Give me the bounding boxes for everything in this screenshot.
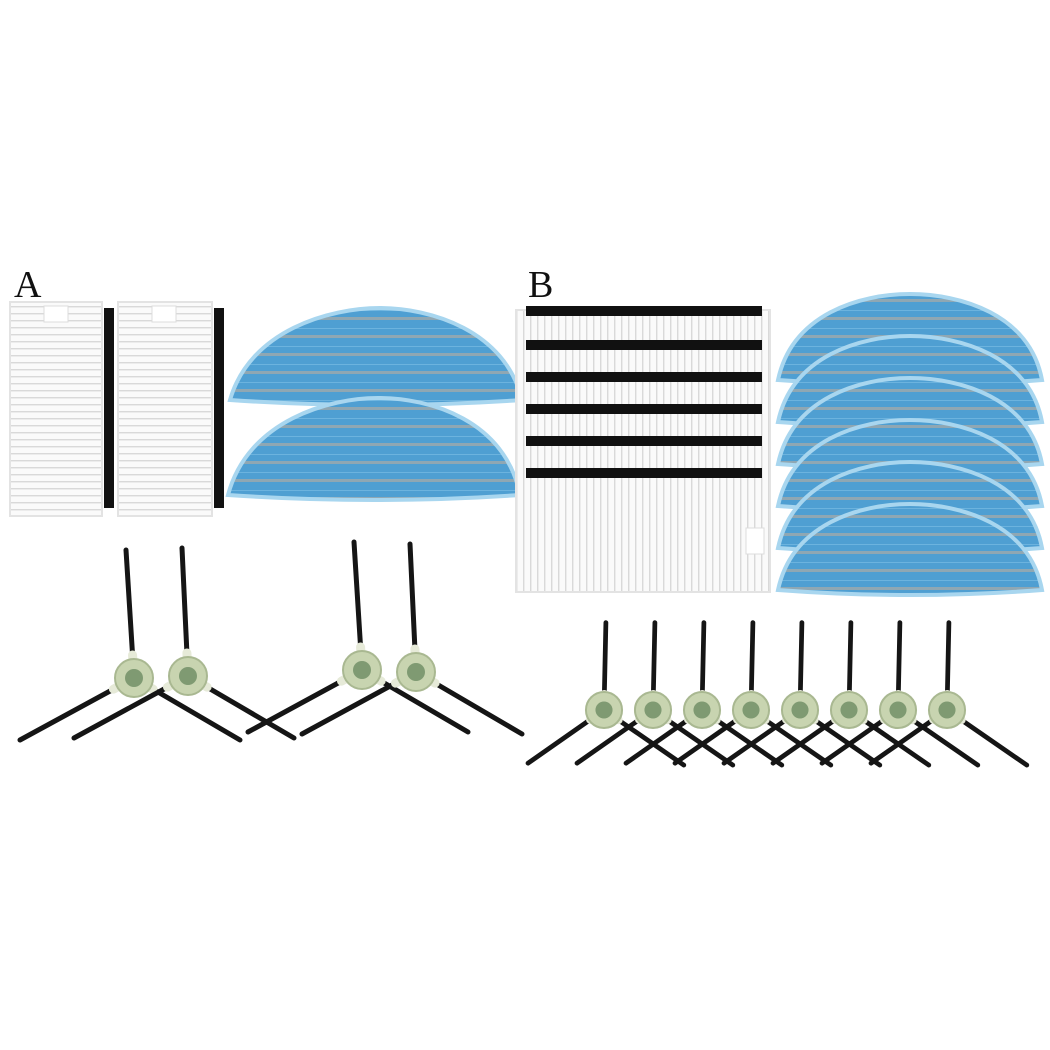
- hepa-filter: [9, 301, 103, 517]
- sponge-strip: [104, 308, 114, 508]
- mop-pad: [225, 395, 523, 502]
- filter-stack: [515, 309, 771, 593]
- side-brush: [672, 620, 834, 768]
- brush-hub-center: [179, 667, 197, 685]
- side-brush: [770, 620, 932, 768]
- hepa-filter: [515, 309, 771, 593]
- hepa-filter: [117, 301, 213, 517]
- sponge-strip: [526, 468, 762, 478]
- set-a-label: A: [14, 264, 42, 306]
- side-brush: [868, 620, 1030, 768]
- set-a-brushes: [17, 539, 525, 743]
- side-brush: [299, 541, 525, 737]
- side-brush: [819, 620, 981, 768]
- sponge-strips: [526, 306, 762, 478]
- mop-stack: [775, 291, 1045, 597]
- sponge-strip: [526, 340, 762, 350]
- brush-hub-center: [840, 701, 858, 719]
- mop-pad: [775, 501, 1045, 597]
- side-brush: [245, 539, 471, 735]
- brush-hub-center: [644, 701, 662, 719]
- sponge-strip: [526, 436, 762, 446]
- brush-hub-center: [407, 663, 425, 681]
- side-brush: [17, 547, 243, 743]
- brush-hub-center: [125, 669, 143, 687]
- set-b: [515, 291, 1045, 597]
- sponge-strip: [526, 404, 762, 414]
- brush-hub-center: [595, 701, 613, 719]
- brush-hub-center: [791, 701, 809, 719]
- sponge-strip: [526, 306, 762, 316]
- set-b-brushes: [525, 620, 1030, 768]
- side-brush: [574, 620, 736, 768]
- sponge-strip: [526, 372, 762, 382]
- mop-pad: [227, 305, 525, 407]
- brush-hub-center: [889, 701, 907, 719]
- side-brush: [721, 620, 883, 768]
- sponge-strip: [214, 308, 224, 508]
- side-brush: [623, 620, 785, 768]
- brush-hub-center: [693, 701, 711, 719]
- side-brush: [525, 620, 687, 768]
- brush-hub-center: [742, 701, 760, 719]
- set-b-label: B: [528, 264, 554, 306]
- brush-hub-center: [938, 701, 956, 719]
- side-brush: [71, 545, 297, 741]
- filter-tab: [745, 527, 765, 555]
- set-a: [9, 301, 525, 517]
- brush-hub-center: [353, 661, 371, 679]
